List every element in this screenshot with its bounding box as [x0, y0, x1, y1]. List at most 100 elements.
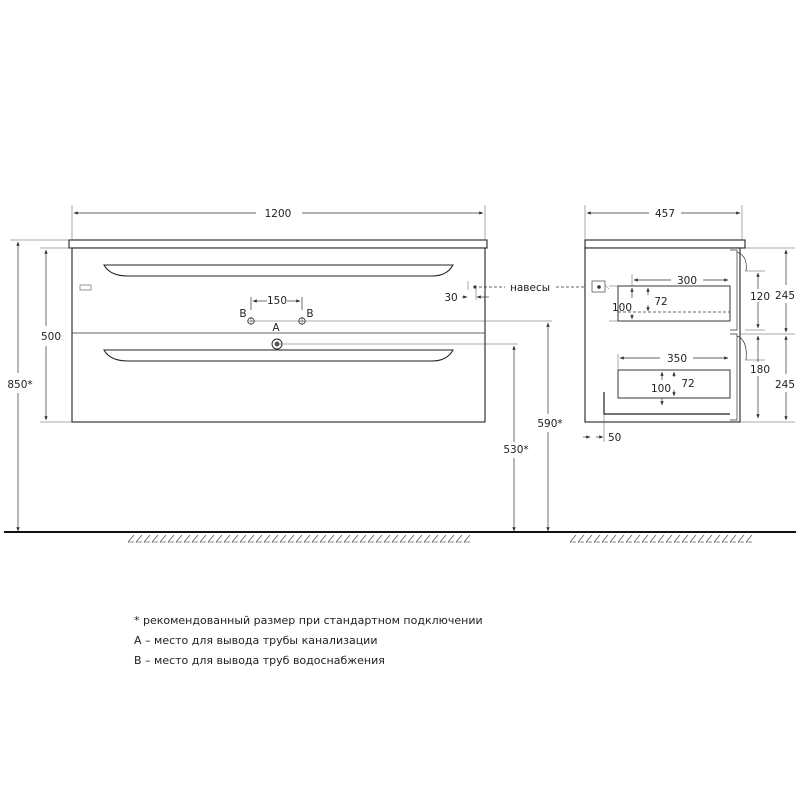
dimension-top-drawer-heights: 100 72: [609, 285, 668, 322]
floor-hatch-mark: [431, 534, 439, 543]
floor-hatch-mark: [143, 534, 151, 543]
floor-hatch-mark: [745, 534, 753, 543]
dimension-top-section: 245: [740, 247, 795, 335]
dimension-total-height: 850*: [7, 239, 69, 532]
front-countertop: [68, 239, 488, 249]
dimension-pipe-b-height: 590*: [537, 322, 563, 532]
floor-hatch-mark: [569, 534, 577, 543]
floor-line: [4, 531, 796, 543]
floor-hatch-mark: [255, 534, 263, 543]
floor-hatch-mark: [231, 534, 239, 543]
floor-hatch-mark: [215, 534, 223, 543]
side-depth-label: 457: [655, 208, 675, 220]
floor-hatch-mark: [455, 534, 463, 543]
floor-hatch-mark: [625, 534, 633, 543]
floor-hatch-mark: [175, 534, 183, 543]
floor-hatch-mark: [391, 534, 399, 543]
floor-hatch-mark: [649, 534, 657, 543]
floor-hatch-mark: [633, 534, 641, 543]
bottom-drawer-handle: [103, 349, 454, 362]
note-water-pipes: B – место для вывода труб водоснабжения: [134, 654, 385, 667]
floor-hatch-mark: [359, 534, 367, 543]
floor-hatch-mark: [697, 534, 705, 543]
floor-hatch-mark: [681, 534, 689, 543]
side-top-drawer-front: [730, 249, 738, 331]
floor-hatch-mark: [463, 534, 471, 543]
floor-hatch-mark: [577, 534, 585, 543]
notes: * рекомендованный размер при стандартном…: [134, 614, 483, 667]
side-top-handle: [736, 251, 747, 272]
dimension-top-opening: 120: [745, 270, 770, 331]
floor-hatch-mark: [159, 534, 167, 543]
side-top-drawer-box: [617, 285, 731, 322]
floor-hatch-mark: [239, 534, 247, 543]
pipe-outlets: 150 B B A: [239, 295, 552, 350]
floor-hatch-mark: [729, 534, 737, 543]
dimension-bottom-opening: 180: [745, 335, 770, 419]
dimension-front-body-height: 500: [40, 247, 72, 423]
floor-hatch-mark: [601, 534, 609, 543]
floor-hatch-mark: [303, 534, 311, 543]
front-body-height-label: 500: [41, 331, 61, 343]
floor-hatch-mark: [311, 534, 319, 543]
floor-hatch-mark: [319, 534, 327, 543]
floor-hatch-mark: [247, 534, 255, 543]
floor-hatch-mark: [657, 534, 665, 543]
side-bottom-handle: [736, 335, 747, 361]
front-width-label: 1200: [265, 208, 292, 220]
floor-hatch-mark: [447, 534, 455, 543]
dimension-back-offset: 50: [583, 414, 621, 444]
side-bottom-drawer-front: [730, 333, 738, 421]
top-drawer-depth-label: 300: [677, 275, 697, 287]
bottom-drawer-depth-label: 350: [667, 353, 687, 365]
floor-hatch-mark: [609, 534, 617, 543]
floor-hatch-mark: [135, 534, 143, 543]
floor-hatch-mark: [343, 534, 351, 543]
floor-hatch-mark: [407, 534, 415, 543]
floor-hatch-mark: [223, 534, 231, 543]
dimension-front-width: 1200: [71, 205, 486, 240]
pipe-a-label: A: [272, 322, 280, 334]
floor-hatch-mark: [713, 534, 721, 543]
pipe-b-left-label: B: [239, 308, 246, 320]
top-drawer-front-height-label: 100: [612, 302, 632, 314]
hinge-offset-label: 30: [444, 292, 457, 304]
floor-hatch-mark: [689, 534, 697, 543]
dimension-pipe-a-height: 530*: [503, 345, 529, 532]
side-cabinet-body: [584, 247, 741, 423]
floor-hatch-mark: [593, 534, 601, 543]
floor-hatch-mark: [665, 534, 673, 543]
floor-hatch-mark: [721, 534, 729, 543]
total-height-label: 850*: [7, 379, 32, 391]
front-label-plate: [79, 284, 92, 291]
pipe-b-height-label: 590*: [537, 418, 562, 430]
dimension-hinge-offset: 30: [444, 287, 489, 304]
floor-hatch-mark: [641, 534, 649, 543]
bottom-drawer-inner-height-label: 72: [681, 378, 694, 390]
floor-hatch-mark: [351, 534, 359, 543]
front-cabinet-body: [71, 247, 486, 423]
floor-hatch-mark: [287, 534, 295, 543]
pipe-spacing-label: 150: [267, 295, 287, 307]
bottom-drawer-front-height-label: 100: [651, 383, 671, 395]
floor-hatch-mark: [263, 534, 271, 543]
floor-hatch-mark: [271, 534, 279, 543]
floor-hatch-mark: [151, 534, 159, 543]
floor-hatch-mark: [705, 534, 713, 543]
top-opening-label: 120: [750, 291, 770, 303]
floor-hatch-mark: [279, 534, 287, 543]
dimension-bottom-section: 245: [740, 335, 795, 423]
floor-hatch-mark: [423, 534, 431, 543]
top-section-height-label: 245: [775, 290, 795, 302]
floor-hatch-mark: [737, 534, 745, 543]
floor-hatch-mark: [127, 534, 135, 543]
side-countertop: [584, 239, 746, 249]
floor-hatch-mark: [167, 534, 175, 543]
hinges-callout: навесы: [479, 282, 590, 294]
floor-hatch-mark: [673, 534, 681, 543]
floor-hatch-mark: [617, 534, 625, 543]
floor-hatch-mark: [327, 534, 335, 543]
dimension-bottom-drawer-heights: 100 72: [651, 371, 695, 406]
floor-hatch-mark: [439, 534, 447, 543]
